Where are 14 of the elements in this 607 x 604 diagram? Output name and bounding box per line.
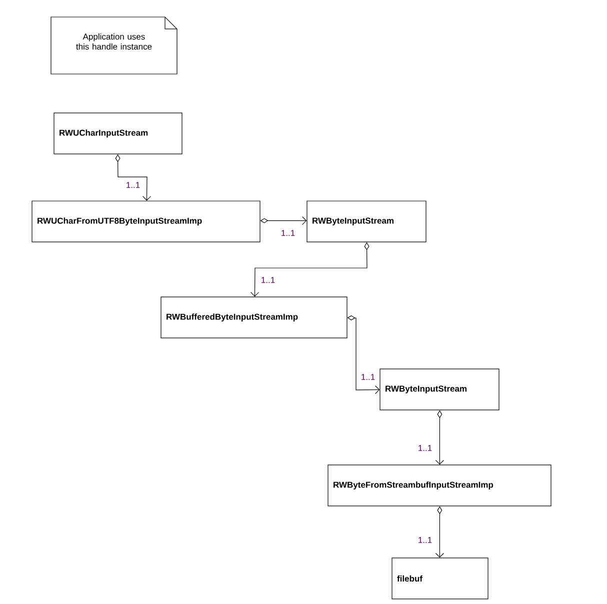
multiplicity-label: 1..1	[360, 373, 376, 381]
multiplicity-label: 1..1	[260, 276, 276, 284]
class-box: RWByteFromStreambufInputStreamImp	[328, 464, 552, 506]
class-box: RWByteInputStream	[380, 368, 500, 410]
class-box: RWByteInputStream	[306, 200, 426, 242]
multiplicity-label: 1..1	[124, 181, 142, 189]
multiplicity-label: 1..1	[416, 536, 434, 544]
class-box: RWUCharInputStream	[54, 112, 182, 154]
note-box: Application uses this handle instance	[50, 16, 178, 74]
multiplicity-label: 1..1	[416, 444, 434, 452]
class-box: RWBufferedByteInputStreamImp	[160, 296, 348, 338]
class-box: filebuf	[392, 558, 488, 600]
multiplicity-label: 1..1	[280, 229, 296, 237]
class-box: RWUCharFromUTF8ByteInputStreamImp	[32, 200, 260, 242]
